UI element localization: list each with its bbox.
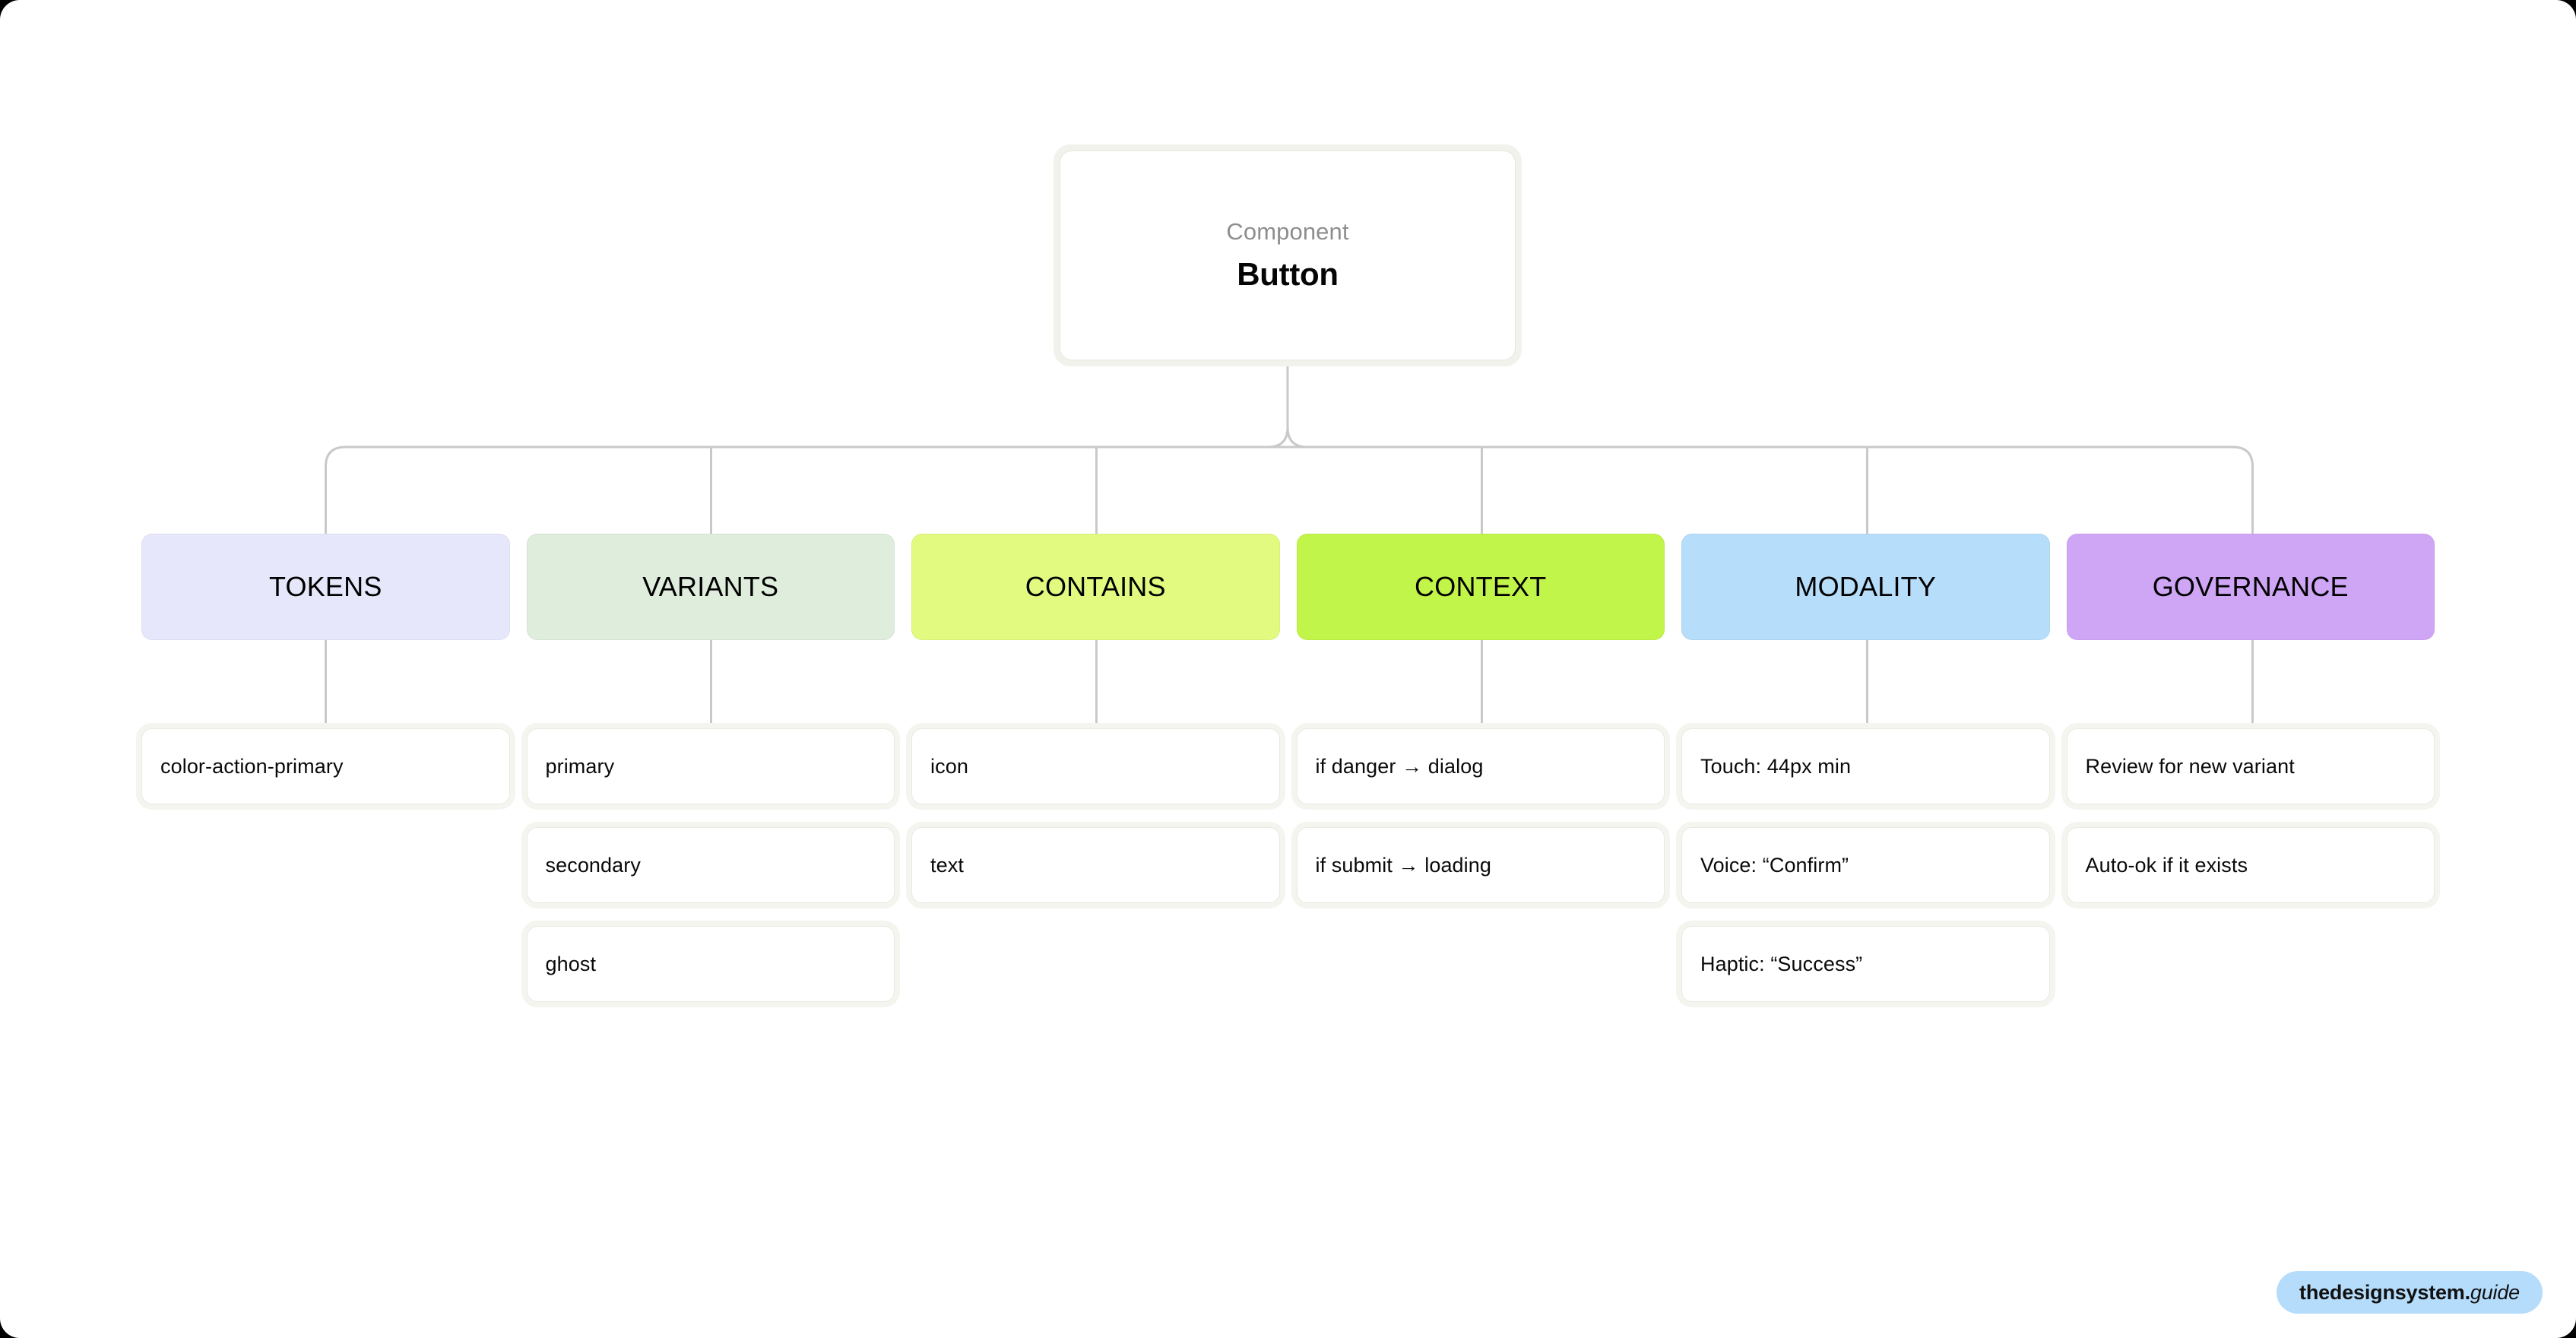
leaf-card[interactable]: text: [911, 827, 1280, 903]
leaf-list-contains: icon text: [911, 728, 1280, 903]
category-header-tokens[interactable]: TOKENS: [141, 534, 510, 640]
leaf-card[interactable]: color-action-primary: [141, 728, 510, 804]
root-component-node[interactable]: Component Button: [1054, 144, 1522, 366]
brand-tld-label: guide: [2470, 1280, 2520, 1304]
category-columns: TOKENS color-action-primary VARIANTS primar…: [141, 534, 2435, 1002]
leaf-card[interactable]: icon: [911, 728, 1280, 804]
leaf-card[interactable]: Voice: “Confirm”: [1681, 827, 2050, 903]
leaf-card[interactable]: if danger → dialog: [1296, 728, 1665, 804]
leaf-card[interactable]: Review for new variant: [2066, 728, 2435, 804]
leaf-card[interactable]: ghost: [526, 926, 895, 1002]
leaf-card[interactable]: Auto-ok if it exists: [2066, 827, 2435, 903]
leaf-card[interactable]: if submit → loading: [1296, 827, 1665, 903]
leaf-card[interactable]: Touch: 44px min: [1681, 728, 2050, 804]
root-component-inner: Component Button: [1060, 151, 1516, 360]
category-header-contains[interactable]: CONTAINS: [911, 534, 1280, 640]
category-column-context: CONTEXT if danger → dialog if submit → loa…: [1296, 534, 1665, 1002]
leaf-card[interactable]: primary: [526, 728, 895, 804]
root-title-label: Button: [1237, 256, 1339, 292]
root-kicker-label: Component: [1226, 218, 1349, 245]
brand-name-label: thedesignsystem.: [2299, 1280, 2470, 1304]
leaf-list-variants: primary secondary ghost: [526, 728, 895, 1002]
category-header-governance[interactable]: GOVERNANCE: [2066, 534, 2435, 640]
category-column-variants: VARIANTS primary secondary ghost: [526, 534, 895, 1002]
leaf-list-context: if danger → dialog if submit → loading: [1296, 728, 1665, 903]
category-header-modality[interactable]: MODALITY: [1681, 534, 2050, 640]
category-header-context[interactable]: CONTEXT: [1296, 534, 1665, 640]
leaf-card[interactable]: secondary: [526, 827, 895, 903]
category-header-variants[interactable]: VARIANTS: [526, 534, 895, 640]
category-column-tokens: TOKENS color-action-primary: [141, 534, 510, 1002]
category-column-contains: CONTAINS icon text: [911, 534, 1280, 1002]
leaf-card[interactable]: Haptic: “Success”: [1681, 926, 2050, 1002]
brand-badge[interactable]: thedesignsystem.guide: [2277, 1271, 2543, 1314]
leaf-list-tokens: color-action-primary: [141, 728, 510, 804]
